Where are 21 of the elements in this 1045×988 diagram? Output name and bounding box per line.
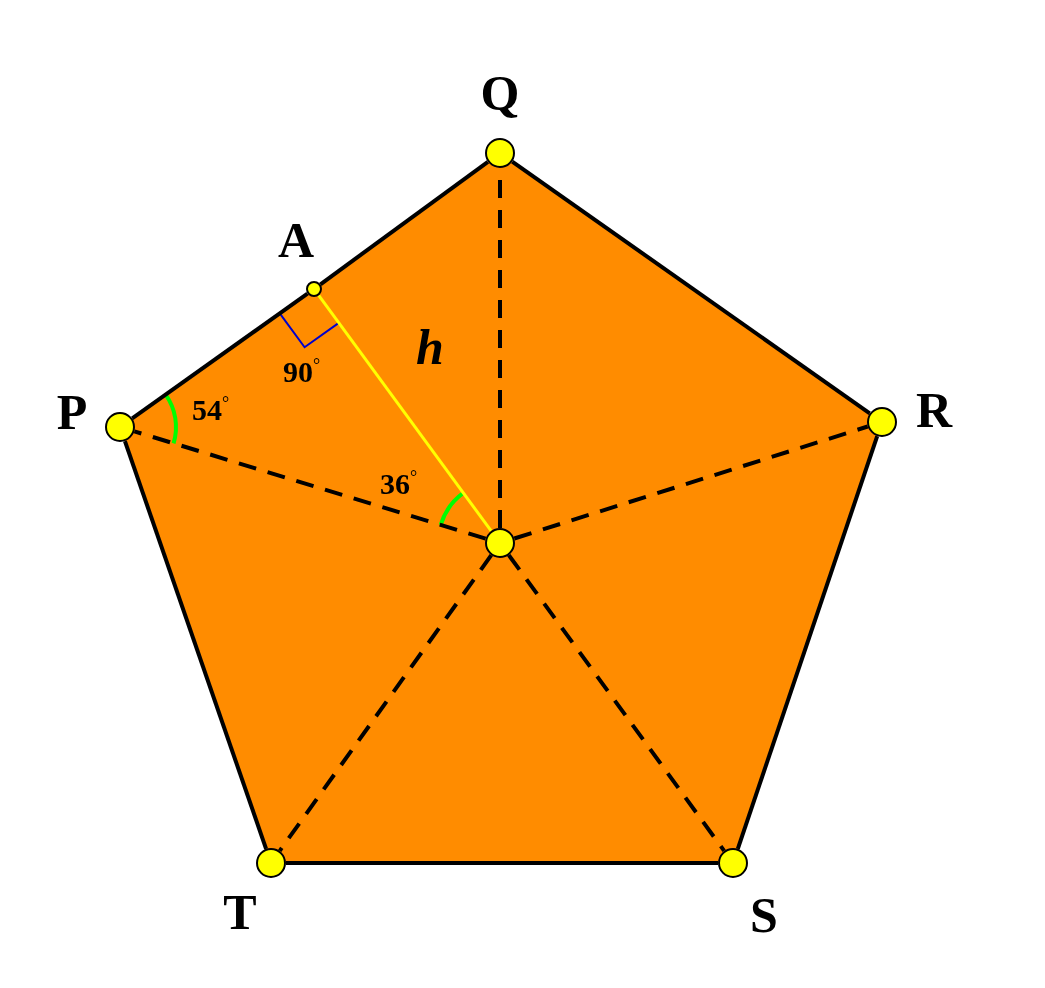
angle-label: 54$^{°}$ <box>192 394 230 425</box>
vertex-label: Q <box>479 65 521 121</box>
vertex-label: S <box>749 887 779 943</box>
vertex-label: P <box>55 384 89 440</box>
dashed-line <box>513 424 869 541</box>
line-segment <box>286 861 718 865</box>
dashed-line <box>507 553 726 853</box>
line-segment <box>511 160 871 415</box>
vertex-label: R <box>914 382 954 438</box>
line-segment <box>317 294 493 532</box>
line-segment <box>319 160 490 286</box>
dashed-line <box>133 429 487 541</box>
line-segment <box>735 435 880 850</box>
angle-label: 36$^{°}$ <box>380 468 418 499</box>
vertex-label: A <box>276 212 316 268</box>
dashed-line <box>278 554 493 852</box>
angle-label: 90$^{°}$ <box>283 356 321 387</box>
line-segment <box>123 440 268 850</box>
vertex-label: T <box>222 884 258 940</box>
height-label: h <box>416 322 444 372</box>
line-segment <box>131 292 309 420</box>
